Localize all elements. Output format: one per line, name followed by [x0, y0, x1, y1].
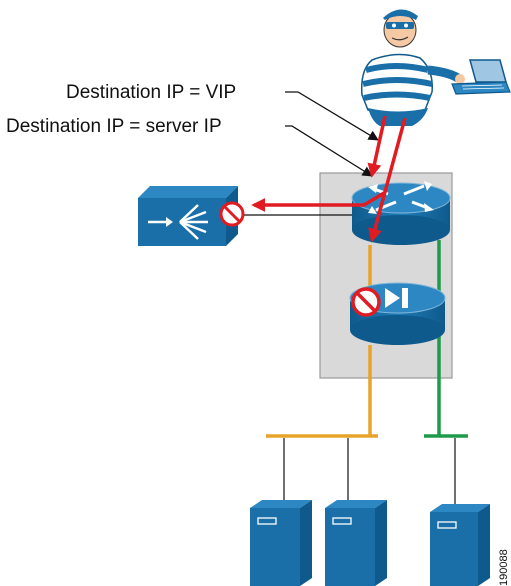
server-icon — [250, 500, 312, 586]
attack-arrows — [251, 115, 407, 243]
ids-appliance-icon — [138, 186, 238, 246]
server-icon — [430, 504, 490, 586]
server-icon — [325, 500, 387, 586]
server-drops — [283, 438, 456, 505]
attacker-icon — [360, 9, 465, 126]
blocked-icon — [219, 201, 245, 227]
router-icon — [351, 181, 451, 245]
figure-id: 190088 — [498, 549, 510, 586]
orange-vlan — [266, 245, 378, 438]
label-destination-server-ip: Destination IP = server IP — [6, 116, 222, 137]
laptop-icon — [451, 59, 511, 95]
callout-arrows — [285, 91, 379, 177]
green-vlan — [424, 240, 468, 438]
blocked-icon — [351, 287, 381, 317]
label-destination-vip: Destination IP = VIP — [66, 82, 236, 103]
